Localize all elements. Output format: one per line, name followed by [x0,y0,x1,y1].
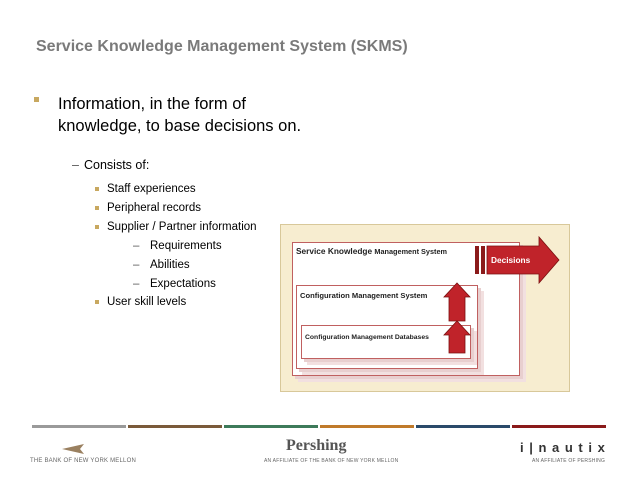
main-bullet-text: Information, in the form of knowledge, t… [58,95,302,135]
list-item: Supplier / Partner information [107,221,257,233]
bullet-square [95,225,99,229]
stripe [475,246,479,274]
inautix-logo: i | n a u t i x [520,440,606,455]
cmdb-box [301,325,471,359]
list-item: User skill levels [107,296,187,308]
up-arrow-icon [443,320,471,354]
stripe [481,246,485,274]
skms-label: Service Knowledge Management System [296,246,447,256]
dash-marker: – [133,259,140,271]
bny-mellon-logo-icon [62,444,84,454]
up-arrow-icon [443,282,471,322]
dash-marker: – [133,240,140,252]
footer-line [416,425,510,428]
footer-left-org: THE BANK OF NEW YORK MELLON [30,458,136,464]
dash-marker: – [72,158,79,172]
bullet-square [95,206,99,210]
pershing-logo: Pershing [286,437,347,454]
right-arrow-icon [486,235,560,285]
footer-line [224,425,318,428]
list-item: Staff experiences [107,183,196,195]
footer-line [512,425,606,428]
footer-line [32,425,126,428]
cmdb-label: Configuration Management Databases [305,334,429,341]
list-subitem: Expectations [150,278,216,290]
footer-line [128,425,222,428]
bullet-square [95,300,99,304]
footer-right-sub: AN AFFILIATE OF PERSHING [532,458,606,464]
list-item: Peripheral records [107,202,201,214]
decisions-label: Decisions [491,255,531,265]
skms-diagram: Service Knowledge Management System Conf… [280,224,570,392]
dash-marker: – [133,278,140,290]
list-subitem: Abilities [150,259,190,271]
sub-heading: Consists of: [84,158,150,172]
cms-label: Configuration Management System [300,291,428,300]
footer-line [320,425,414,428]
list-subitem: Requirements [150,240,222,252]
arrows-layer [443,235,560,354]
bullet-square [95,187,99,191]
footer-center-sub: AN AFFILIATE OF THE BANK OF NEW YORK MEL… [264,458,399,464]
bullet-square [34,97,39,102]
slide-title: Service Knowledge Management System (SKM… [36,38,408,55]
